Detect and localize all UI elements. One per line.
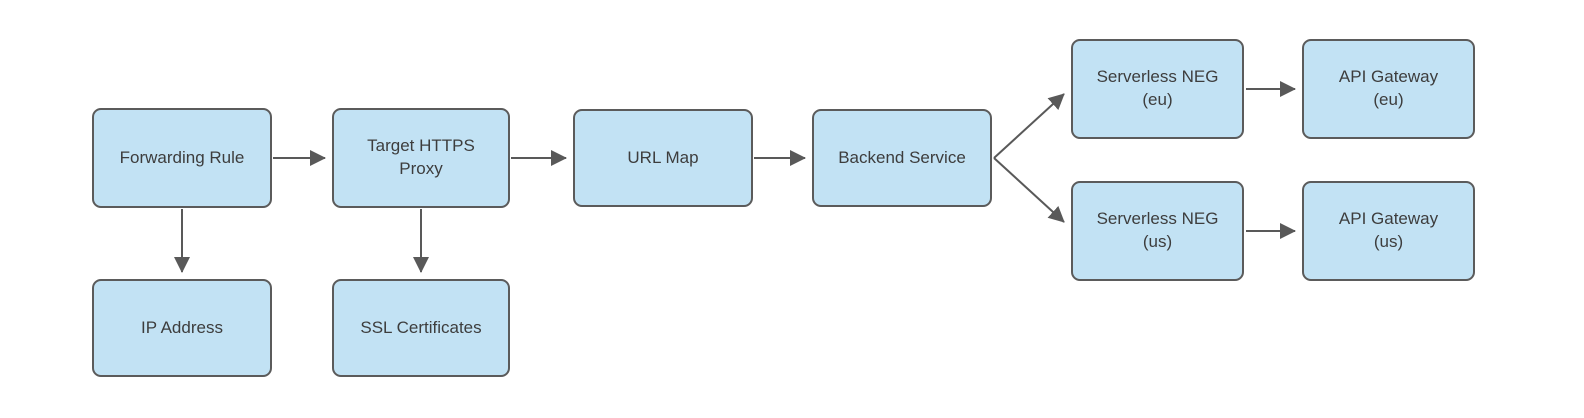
node-url-map: URL Map — [573, 109, 753, 207]
node-ip-address: IP Address — [92, 279, 272, 377]
node-serverless-neg-eu: Serverless NEG (eu) — [1071, 39, 1244, 139]
node-ssl-certificates: SSL Certificates — [332, 279, 510, 377]
arrow-backend-service-to-serverless-neg-eu — [993, 93, 1065, 159]
arrow-backend-service-to-serverless-neg-us — [993, 157, 1065, 223]
node-forwarding-rule: Forwarding Rule — [92, 108, 272, 208]
node-api-gateway-us: API Gateway (us) — [1302, 181, 1475, 281]
node-serverless-neg-us: Serverless NEG (us) — [1071, 181, 1244, 281]
node-backend-service: Backend Service — [812, 109, 992, 207]
node-api-gateway-eu: API Gateway (eu) — [1302, 39, 1475, 139]
node-target-https-proxy: Target HTTPS Proxy — [332, 108, 510, 208]
